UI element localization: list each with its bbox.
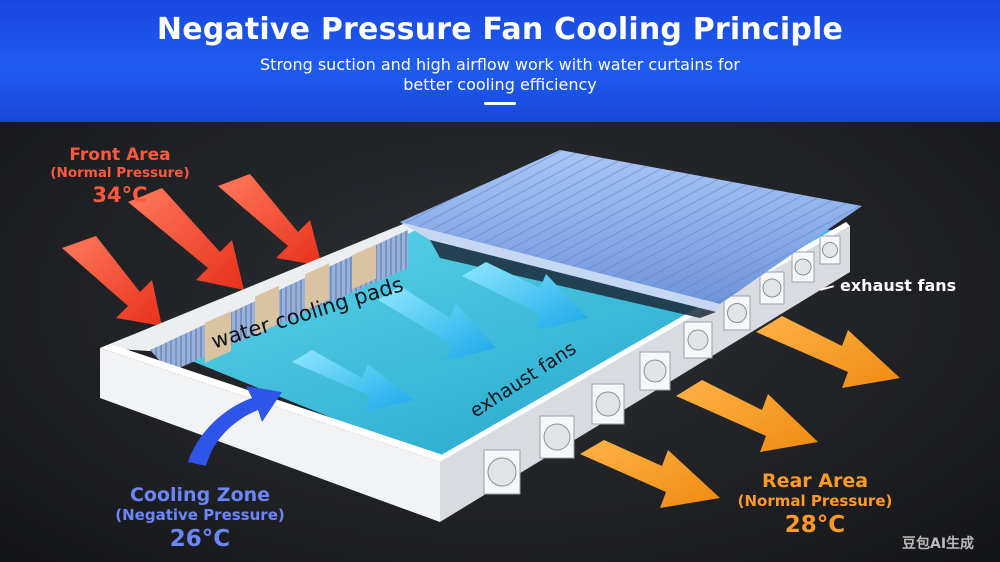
page-subtitle: Strong suction and high airflow work wit…: [260, 55, 740, 94]
watermark: 豆包AI生成: [902, 536, 975, 552]
building-front-wall: [100, 348, 440, 522]
rear-area-label: Rear Area (Normal Pressure) 28°C: [720, 470, 910, 539]
cool-air-arrow: [462, 262, 588, 330]
front-area-pressure: (Normal Pressure): [50, 165, 190, 181]
hot-air-arrows: [62, 174, 322, 326]
roof-gable: [400, 222, 720, 312]
fan-icon: [759, 271, 785, 305]
rear-area-name: Rear Area: [761, 470, 869, 492]
cool-air-arrow: [378, 286, 496, 360]
page-title: Negative Pressure Fan Cooling Principle: [156, 12, 844, 47]
cooling-pad: [305, 263, 329, 311]
fan-icon: [483, 449, 521, 495]
hot-air-arrow: [218, 174, 322, 266]
cool-air-arrows: [292, 262, 588, 412]
rear-area-pressure: (Normal Pressure): [737, 492, 893, 510]
cooling-zone-name: Cooling Zone: [129, 484, 271, 506]
cooling-zone-pressure: (Negative Pressure): [115, 506, 285, 524]
roof-underside: [430, 240, 716, 318]
cooling-zone-label: Cooling Zone (Negative Pressure) 26°C: [100, 484, 300, 553]
rear-area-temp: 28°C: [784, 512, 846, 538]
front-area-temp: 34°C: [92, 183, 148, 207]
fan-icon: [723, 295, 751, 331]
cool-air-arrow: [292, 350, 414, 412]
fan-icon: [791, 251, 815, 283]
exhaust-air-arrows: [580, 316, 900, 508]
front-area-name: Front Area: [69, 145, 171, 165]
hot-air-arrow: [62, 236, 162, 326]
cooling-diagram: [62, 150, 900, 522]
pad-wall: [100, 222, 420, 352]
exhaust-fans: [483, 235, 841, 495]
hot-air-arrow: [128, 188, 244, 290]
header-banner: Negative Pressure Fan Cooling Principle …: [0, 0, 1000, 122]
cooling-pads: [205, 244, 376, 363]
exhaust-air-arrow: [580, 440, 720, 508]
label-exhaust-fans-outside: exhaust fans: [840, 276, 957, 295]
roof: [400, 150, 862, 318]
fan-icon: [591, 383, 625, 425]
fan-icon: [819, 235, 841, 265]
fan-icon: [639, 351, 671, 391]
cooling-zone-temp: 26°C: [169, 526, 231, 552]
exhaust-air-arrow: [676, 380, 818, 452]
cooling-pad: [205, 311, 231, 363]
fan-icon: [683, 321, 713, 359]
cooling-pad: [352, 244, 376, 290]
title-underline: [484, 102, 516, 105]
exhaust-air-arrow: [756, 316, 900, 388]
front-area-label: Front Area (Normal Pressure) 34°C: [30, 145, 210, 208]
curved-arrow-icon: [188, 386, 282, 466]
cooling-pad: [255, 285, 279, 335]
fan-icon: [539, 415, 575, 459]
